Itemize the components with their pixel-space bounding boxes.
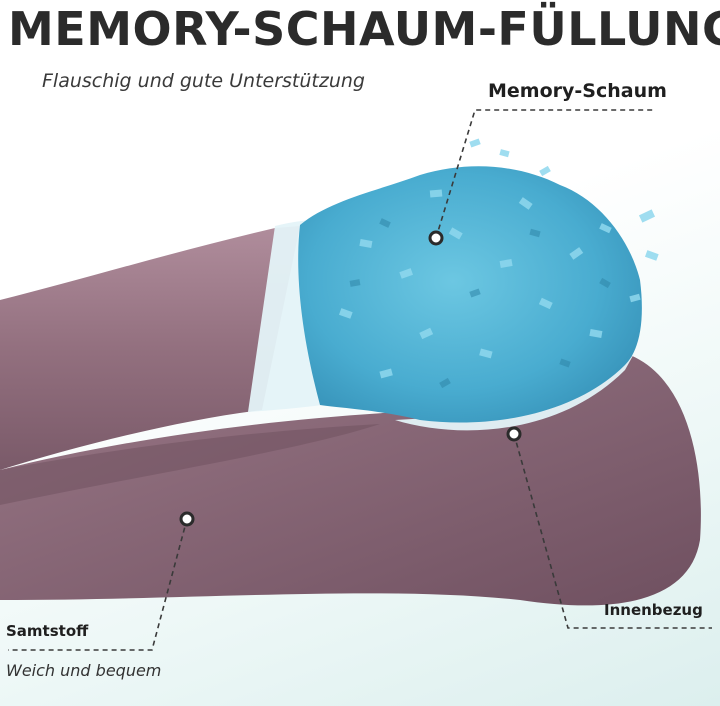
callout-label-foam: Memory-Schaum xyxy=(488,80,667,102)
foam-shadows xyxy=(349,218,611,389)
page-subtitle: Flauschig und gute Unterstützung xyxy=(42,70,365,92)
callout-markers xyxy=(179,230,522,527)
page-title: MEMORY-SCHAUM-FÜLLUNG xyxy=(8,2,720,56)
memory-foam-fill xyxy=(298,166,642,423)
foam-particles xyxy=(338,138,659,379)
callout-description-velvet: Weich und bequem xyxy=(6,661,162,680)
callout-line-inner xyxy=(513,433,712,629)
callout-marker-velvet xyxy=(179,511,195,527)
callout-line-velvet xyxy=(8,518,188,651)
inner-cover-rim xyxy=(395,352,635,431)
callout-line-foam xyxy=(435,109,655,239)
velvet-body-upper xyxy=(0,226,300,470)
callout-marker-inner xyxy=(506,426,522,442)
callout-marker-foam xyxy=(428,230,444,246)
callout-label-velvet: Samtstoff xyxy=(6,622,89,640)
callout-lines xyxy=(8,109,712,651)
velvet-fold xyxy=(0,424,380,505)
callout-label-inner-cover: Innenbezug xyxy=(604,601,703,619)
